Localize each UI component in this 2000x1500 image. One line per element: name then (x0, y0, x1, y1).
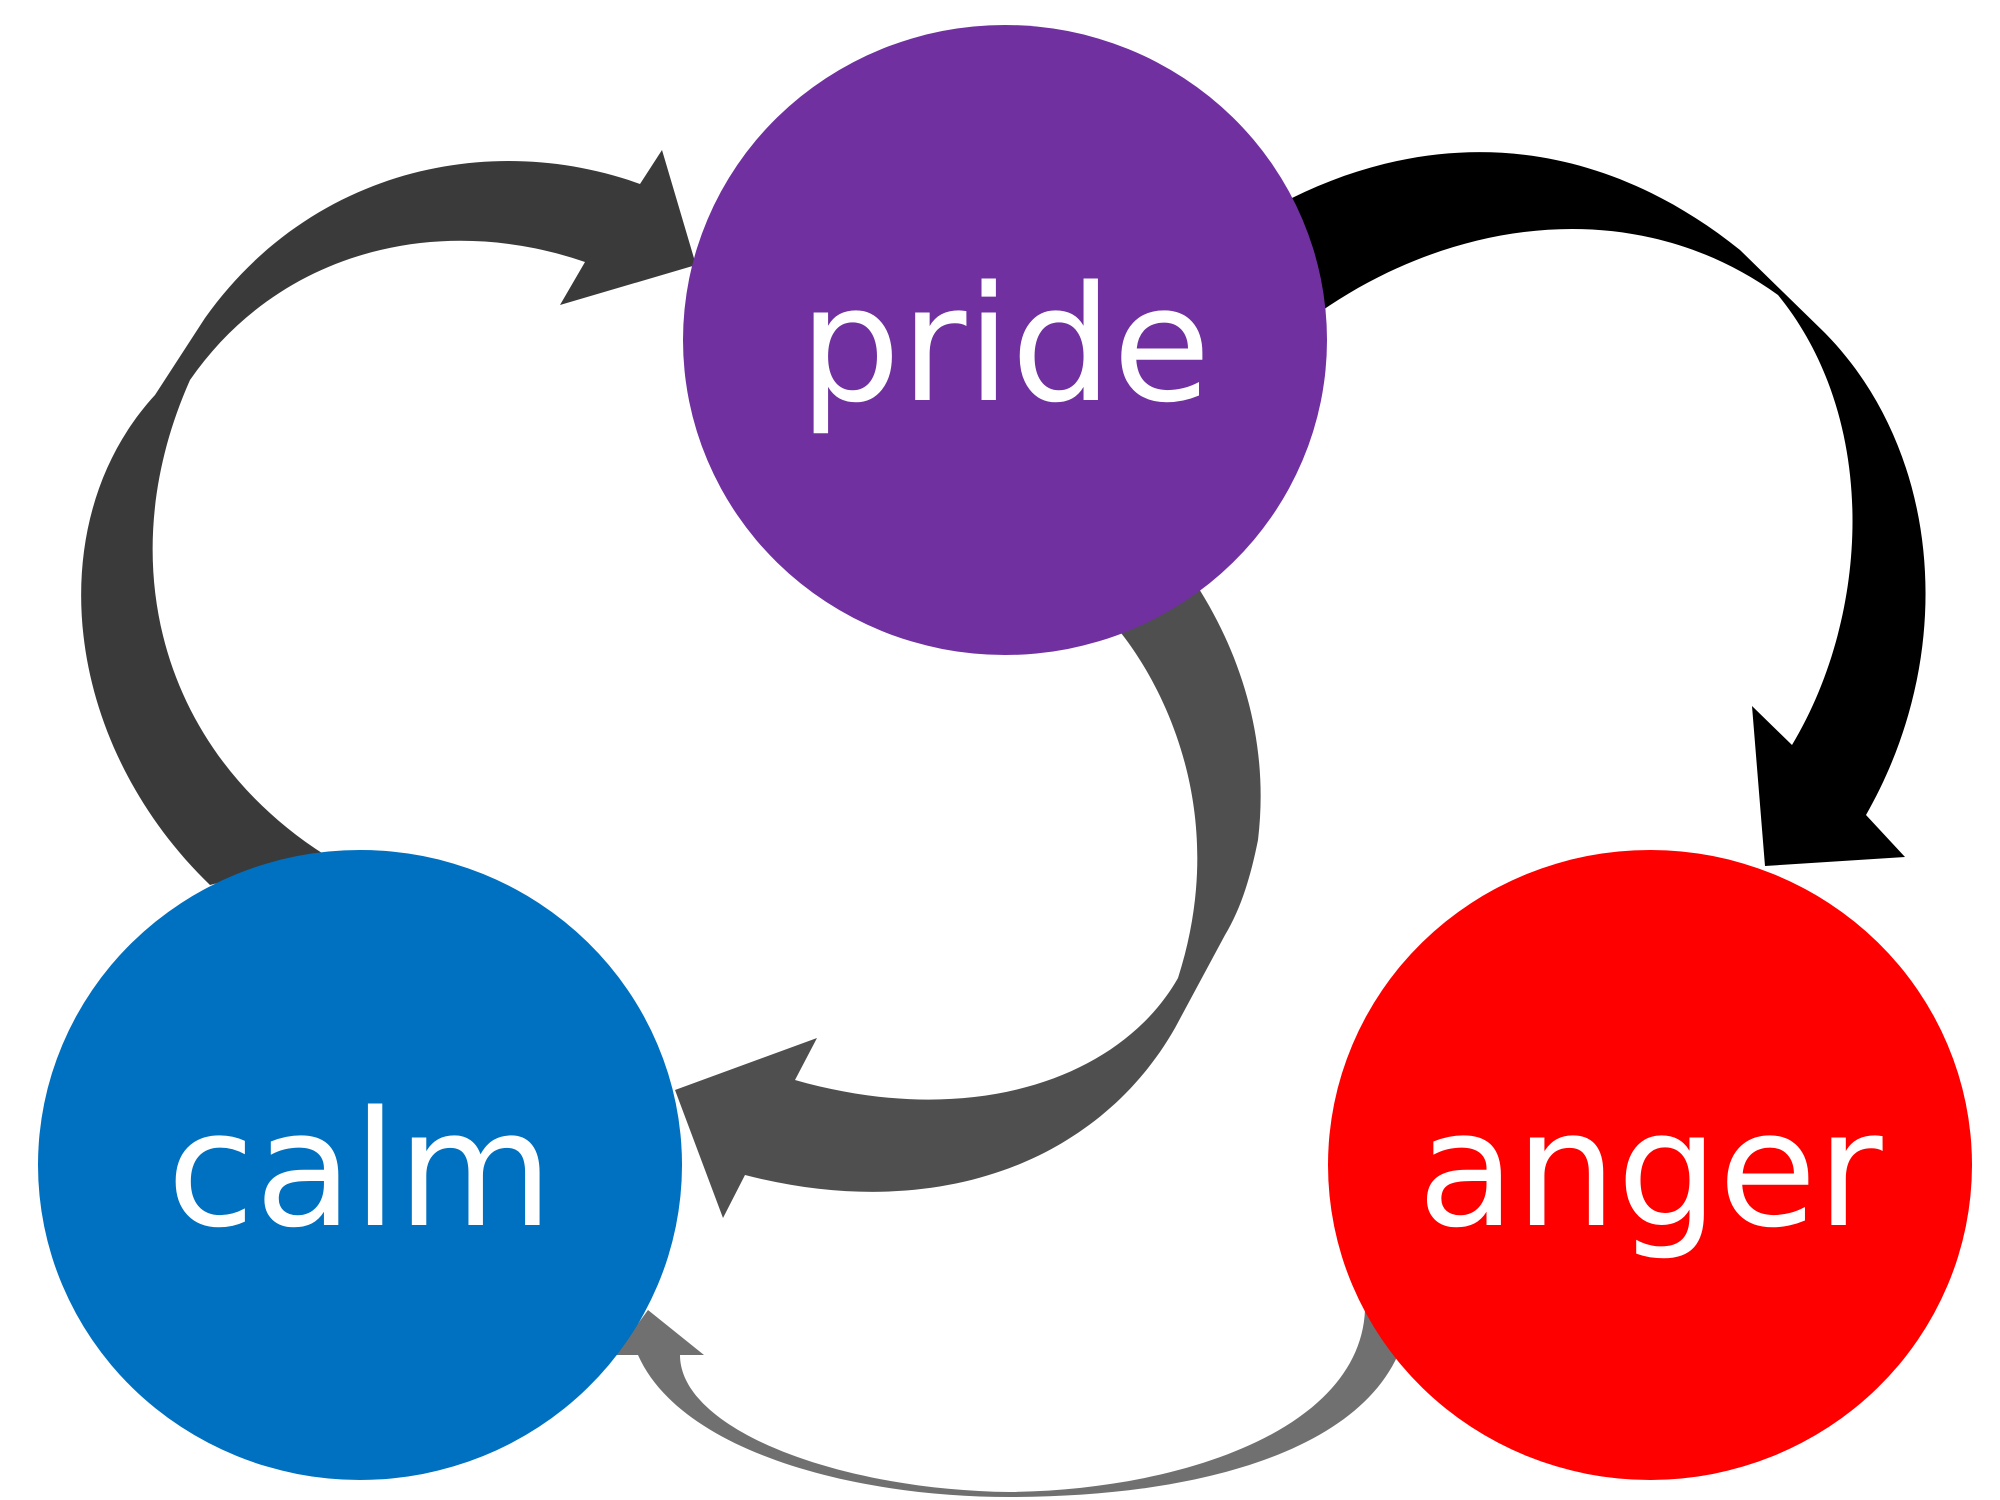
node-calm: calm (38, 850, 682, 1480)
arrows (81, 150, 1926, 1497)
node-calm-label: calm (167, 1076, 553, 1263)
node-pride-label: pride (799, 251, 1211, 438)
node-anger: anger (1328, 850, 1972, 1480)
arrow-calm-to-pride (81, 150, 696, 885)
node-anger-label: anger (1417, 1076, 1882, 1263)
arrow-anger-to-calm (615, 1310, 1400, 1497)
node-pride: pride (683, 25, 1327, 655)
node-pride-circle (683, 25, 1327, 655)
arrow-pride-to-calm (675, 578, 1261, 1218)
node-calm-circle (38, 850, 682, 1480)
node-anger-circle (1328, 850, 1972, 1480)
arrow-pride-to-anger (1292, 152, 1926, 866)
